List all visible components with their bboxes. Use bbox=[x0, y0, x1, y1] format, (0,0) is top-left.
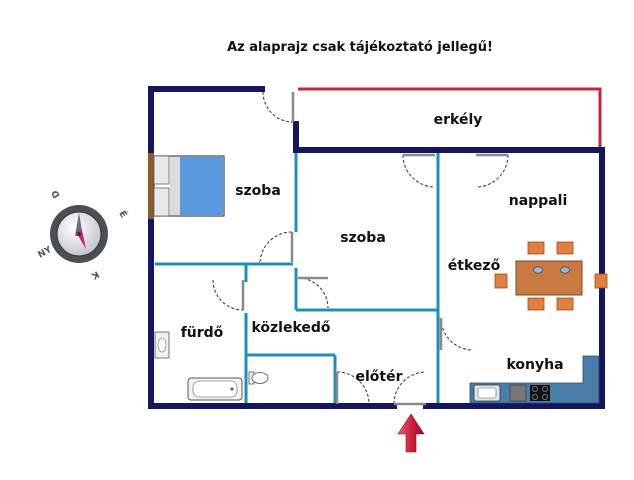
compass-letter-n: É bbox=[116, 209, 129, 220]
sink-icon bbox=[473, 384, 501, 402]
room-label-konyha: konyha bbox=[506, 357, 563, 373]
room-label-nappali: nappali bbox=[509, 193, 568, 209]
room-label-szoba-middle: szoba bbox=[340, 230, 386, 246]
entrance-arrow-icon bbox=[397, 413, 425, 453]
toilet-icon bbox=[248, 371, 269, 385]
dining-table-icon bbox=[494, 241, 608, 311]
notice-text: Az alaprajz csak tájékoztató jellegű! bbox=[227, 40, 493, 55]
room-label-erkely: erkély bbox=[434, 112, 483, 128]
bathtub-icon bbox=[187, 377, 243, 401]
double-bed-icon bbox=[148, 153, 225, 219]
compass-letter-s: D bbox=[50, 188, 62, 199]
kitchen-counter bbox=[469, 355, 600, 404]
door-swings bbox=[212, 91, 509, 405]
sink-icon bbox=[154, 331, 170, 359]
outer-walls bbox=[148, 86, 605, 409]
compass-letter-e: K bbox=[89, 268, 101, 281]
room-label-szoba-bedroom: szoba bbox=[235, 183, 281, 199]
room-label-eloter: előtér bbox=[355, 369, 402, 385]
room-label-furdo: fürdő bbox=[181, 325, 224, 341]
room-label-kozlekedo: közlekedő bbox=[251, 320, 330, 336]
compass-letter-w: NY bbox=[37, 245, 55, 261]
stove-icon bbox=[530, 385, 550, 401]
door-leaves bbox=[241, 92, 508, 406]
compass-icon: É K D NY bbox=[37, 188, 130, 281]
room-label-etkezo: étkező bbox=[448, 258, 501, 274]
room-labels: erkély szoba szoba nappali étkező fürdő … bbox=[181, 112, 568, 385]
balcony-outline bbox=[298, 87, 602, 150]
